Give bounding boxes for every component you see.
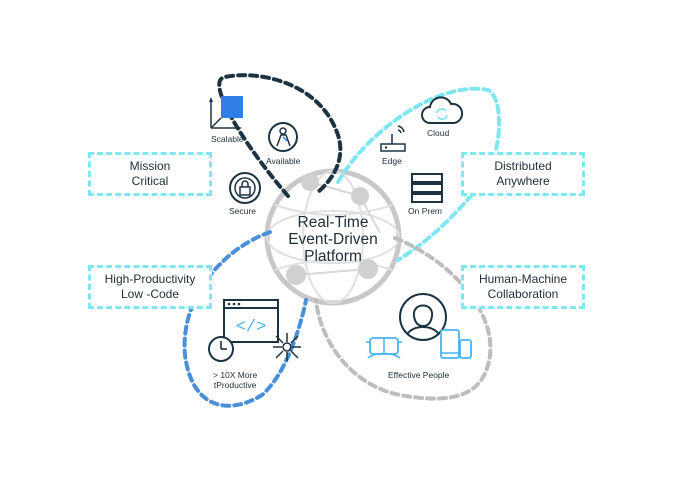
globe-node <box>286 265 306 285</box>
distributed-anywhere-box: Distributed Anywhere <box>461 152 585 196</box>
platform-title: Real-Time Event-Driven Platform <box>258 214 408 265</box>
devices-icon <box>440 329 472 359</box>
cloud-label: Cloud <box>427 128 450 138</box>
productive-label-line1: > 10X More <box>213 370 258 380</box>
scalable-icon <box>209 96 243 130</box>
globe-node <box>358 259 378 279</box>
productive-label-line2: tProductive <box>213 380 257 390</box>
human-machine-line1: Human-Machine <box>478 272 568 286</box>
available-icon <box>268 122 298 152</box>
human-machine-line2: Collaboration <box>487 287 559 301</box>
effective-people-label: Effective People <box>388 370 450 380</box>
distributed-anywhere-line2: Anywhere <box>496 174 550 188</box>
router-icon <box>380 125 406 152</box>
platform-title-line2: Event-Driven <box>288 231 378 248</box>
high-productivity-line2: Low -Code <box>120 287 180 301</box>
distributed-anywhere-line1: Distributed <box>494 159 552 173</box>
high-productivity-box: High-Productivity Low -Code <box>88 265 212 309</box>
clock-icon <box>208 336 234 362</box>
cloud-icon <box>421 96 464 124</box>
petal-mission-critical <box>217 73 343 198</box>
globe-node <box>351 187 369 205</box>
mission-critical-box: Mission Critical <box>88 152 212 196</box>
platform-title-line1: Real-Time <box>297 214 369 231</box>
secure-label: Secure <box>229 206 256 216</box>
mission-critical-line2: Critical <box>131 174 169 188</box>
code-window-icon: </> <box>223 299 279 343</box>
server-rack-icon <box>411 173 443 203</box>
svg-text:</>: </> <box>236 318 267 337</box>
mission-critical-line1: Mission <box>129 159 171 173</box>
globe-node <box>301 173 319 191</box>
petal-distributed-anywhere <box>336 86 502 262</box>
on-prem-label: On Prem <box>408 206 443 216</box>
platform-title-line3: Platform <box>304 248 362 265</box>
person-icon <box>399 293 447 341</box>
human-machine-box: Human-Machine Collaboration <box>461 265 585 309</box>
expand-arrows-icon <box>273 333 301 361</box>
available-label: Available <box>266 156 301 166</box>
vr-headset-icon <box>366 337 402 359</box>
scalable-label: Scalable <box>211 134 244 144</box>
edge-label: Edge <box>382 156 402 166</box>
productive-label: > 10X More tProductive <box>213 370 257 390</box>
high-productivity-line1: High-Productivity <box>104 272 196 286</box>
lock-icon <box>229 172 261 204</box>
